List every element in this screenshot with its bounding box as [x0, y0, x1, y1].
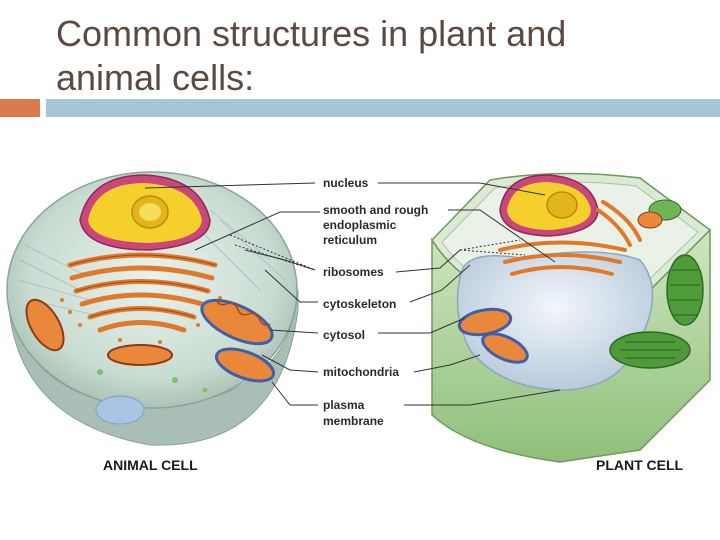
animal-cell-illustration: [6, 171, 299, 446]
accent-bar-orange: [0, 99, 40, 117]
animal-mitochondria: [25, 298, 276, 383]
animal-vesicle: [95, 395, 145, 425]
label-plasma-line-1: plasma: [323, 398, 365, 412]
label-er-line-1: smooth and rough: [323, 203, 428, 217]
animal-cell-label: ANIMAL CELL: [103, 457, 198, 473]
plant-cell-label: PLANT CELL: [596, 457, 684, 473]
slide-title-line-2: animal cells:: [56, 57, 255, 98]
accent-bar-blue: [46, 99, 720, 117]
leader-lines: [144, 182, 561, 406]
label-cytosol: cytosol: [323, 328, 365, 342]
plant-endoplasmic-reticulum: [498, 200, 642, 276]
slide-title: Common structures in plant and animal ce…: [56, 12, 696, 100]
label-mitochondria: mitochondria: [323, 365, 399, 379]
plant-cell-illustration: [431, 172, 712, 463]
cell-diagram: nucleus smooth and rough endoplasmic ret…: [0, 150, 720, 480]
label-er-line-3: reticulum: [323, 233, 377, 247]
slide-title-line-1: Common structures in plant and: [56, 13, 567, 54]
plant-nucleolus: [546, 191, 578, 219]
label-nucleus: nucleus: [323, 176, 369, 190]
plant-chloroplasts: [609, 199, 704, 369]
label-er-line-2: endoplasmic: [323, 218, 397, 232]
structure-labels: nucleus smooth and rough endoplasmic ret…: [103, 176, 684, 473]
animal-cytoskeleton: [17, 209, 286, 316]
label-plasma-line-2: membrane: [323, 414, 384, 428]
label-ribosomes: ribosomes: [323, 265, 384, 279]
plant-mitochondria: [457, 307, 529, 364]
label-cytoskeleton: cytoskeleton: [323, 297, 396, 311]
